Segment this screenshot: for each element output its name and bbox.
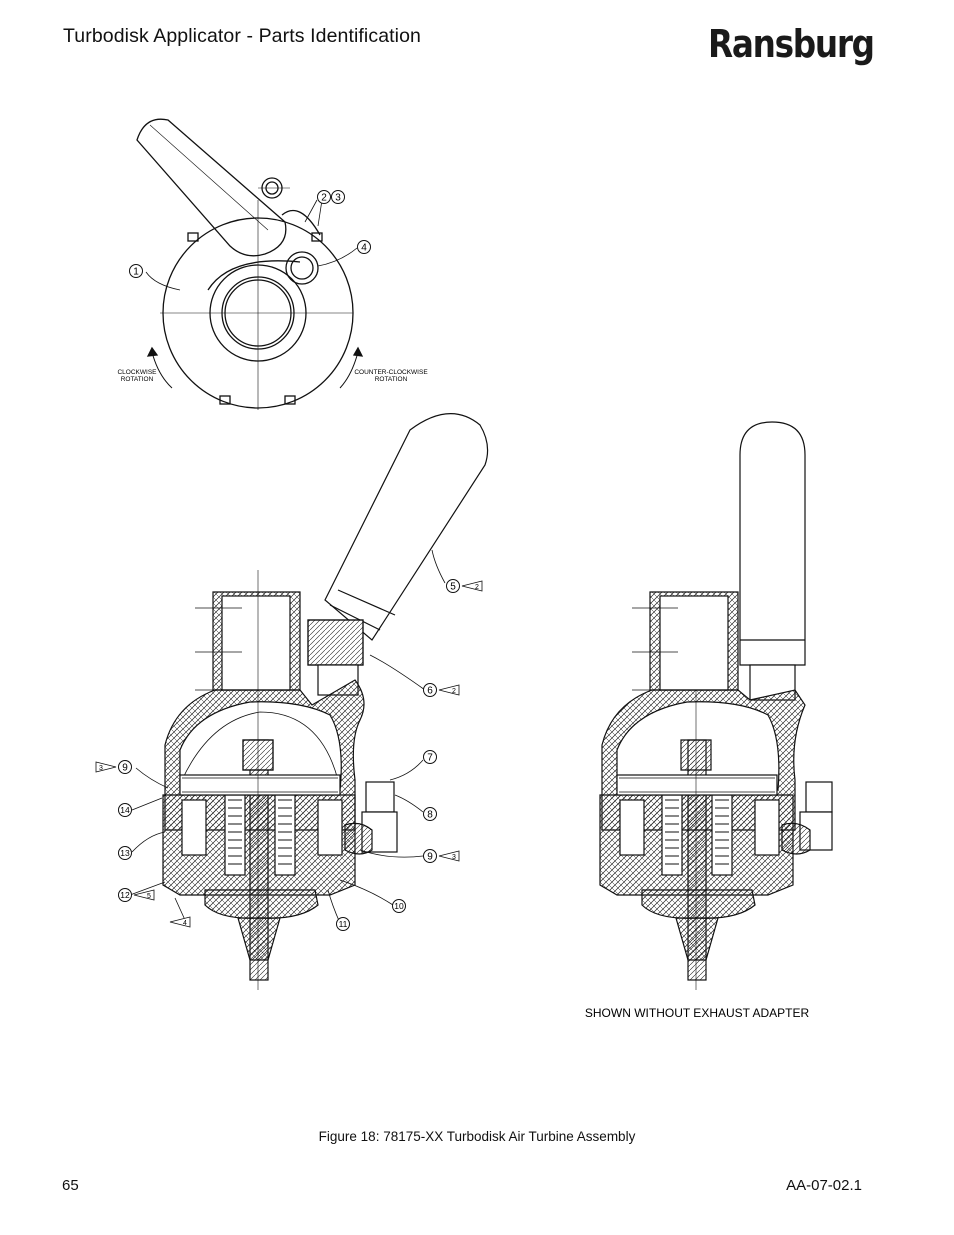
callout-8: 8 (423, 807, 437, 821)
svg-text:3: 3 (452, 854, 456, 861)
callout-5: 5 (446, 579, 460, 593)
callout-6: 6 (423, 683, 437, 697)
svg-text:9: 9 (122, 763, 128, 774)
page-number: 65 (62, 1177, 79, 1194)
note-ref-2a: 2 (461, 580, 483, 592)
note-ref-2b: 2 (438, 684, 460, 696)
svg-text:10: 10 (394, 901, 404, 911)
callouts: 1 2 3 4 5 6 7 8 9 9 10 11 12 13 14 (118, 190, 460, 931)
callout-10: 10 (392, 899, 406, 913)
svg-text:2: 2 (321, 193, 327, 204)
clockwise-label-2: ROTATION (121, 376, 154, 383)
callout-4: 4 (357, 240, 371, 254)
document-number: AA-07-02.1 (786, 1177, 862, 1194)
svg-text:5: 5 (450, 582, 456, 593)
callout-1: 1 (129, 264, 143, 278)
callout-12: 12 (118, 888, 132, 902)
svg-text:5: 5 (147, 893, 151, 900)
note-ref-3a: 3 (438, 850, 460, 862)
svg-text:4: 4 (361, 243, 367, 254)
note-ref-3b: 3 (95, 761, 117, 773)
svg-text:14: 14 (120, 805, 130, 815)
ccw-label-2: ROTATION (375, 376, 408, 383)
svg-text:8: 8 (427, 810, 433, 821)
ransburg-logo: Ransburg (708, 22, 875, 66)
callout-3: 3 (331, 190, 345, 204)
left-section-view (129, 413, 489, 990)
right-view-label: SHOWN WITHOUT EXHAUST ADAPTER (585, 1006, 810, 1020)
svg-text:1: 1 (133, 267, 139, 278)
callout-9b: 9 (118, 760, 132, 774)
svg-text:12: 12 (120, 890, 130, 900)
callout-2: 2 (317, 190, 331, 204)
svg-text:4: 4 (183, 920, 187, 927)
top-view (136, 118, 364, 410)
page-title: Turbodisk Applicator - Parts Identificat… (63, 25, 421, 47)
svg-text:6: 6 (427, 686, 433, 697)
callout-11: 11 (336, 917, 350, 931)
svg-text:2: 2 (452, 688, 456, 695)
right-section-view (599, 421, 833, 990)
svg-text:13: 13 (120, 848, 130, 858)
ccw-label-1: COUNTER-CLOCKWISE (354, 369, 428, 376)
svg-text:3: 3 (99, 765, 103, 772)
note-ref-4: 4 (169, 916, 191, 928)
callout-9a: 9 (423, 849, 437, 863)
note-refs: 2 2 3 3 4 5 (95, 580, 483, 928)
svg-text:2: 2 (475, 584, 479, 591)
svg-text:11: 11 (339, 919, 348, 929)
callout-14: 14 (118, 803, 132, 817)
svg-text:9: 9 (427, 852, 433, 863)
callout-7: 7 (423, 750, 437, 764)
clockwise-label-1: CLOCKWISE (117, 369, 157, 376)
note-ref-5: 5 (133, 889, 155, 901)
svg-text:7: 7 (427, 753, 433, 764)
svg-text:3: 3 (335, 193, 341, 204)
callout-13: 13 (118, 846, 132, 860)
figure-caption: Figure 18: 78175-XX Turbodisk Air Turbin… (318, 1129, 636, 1144)
